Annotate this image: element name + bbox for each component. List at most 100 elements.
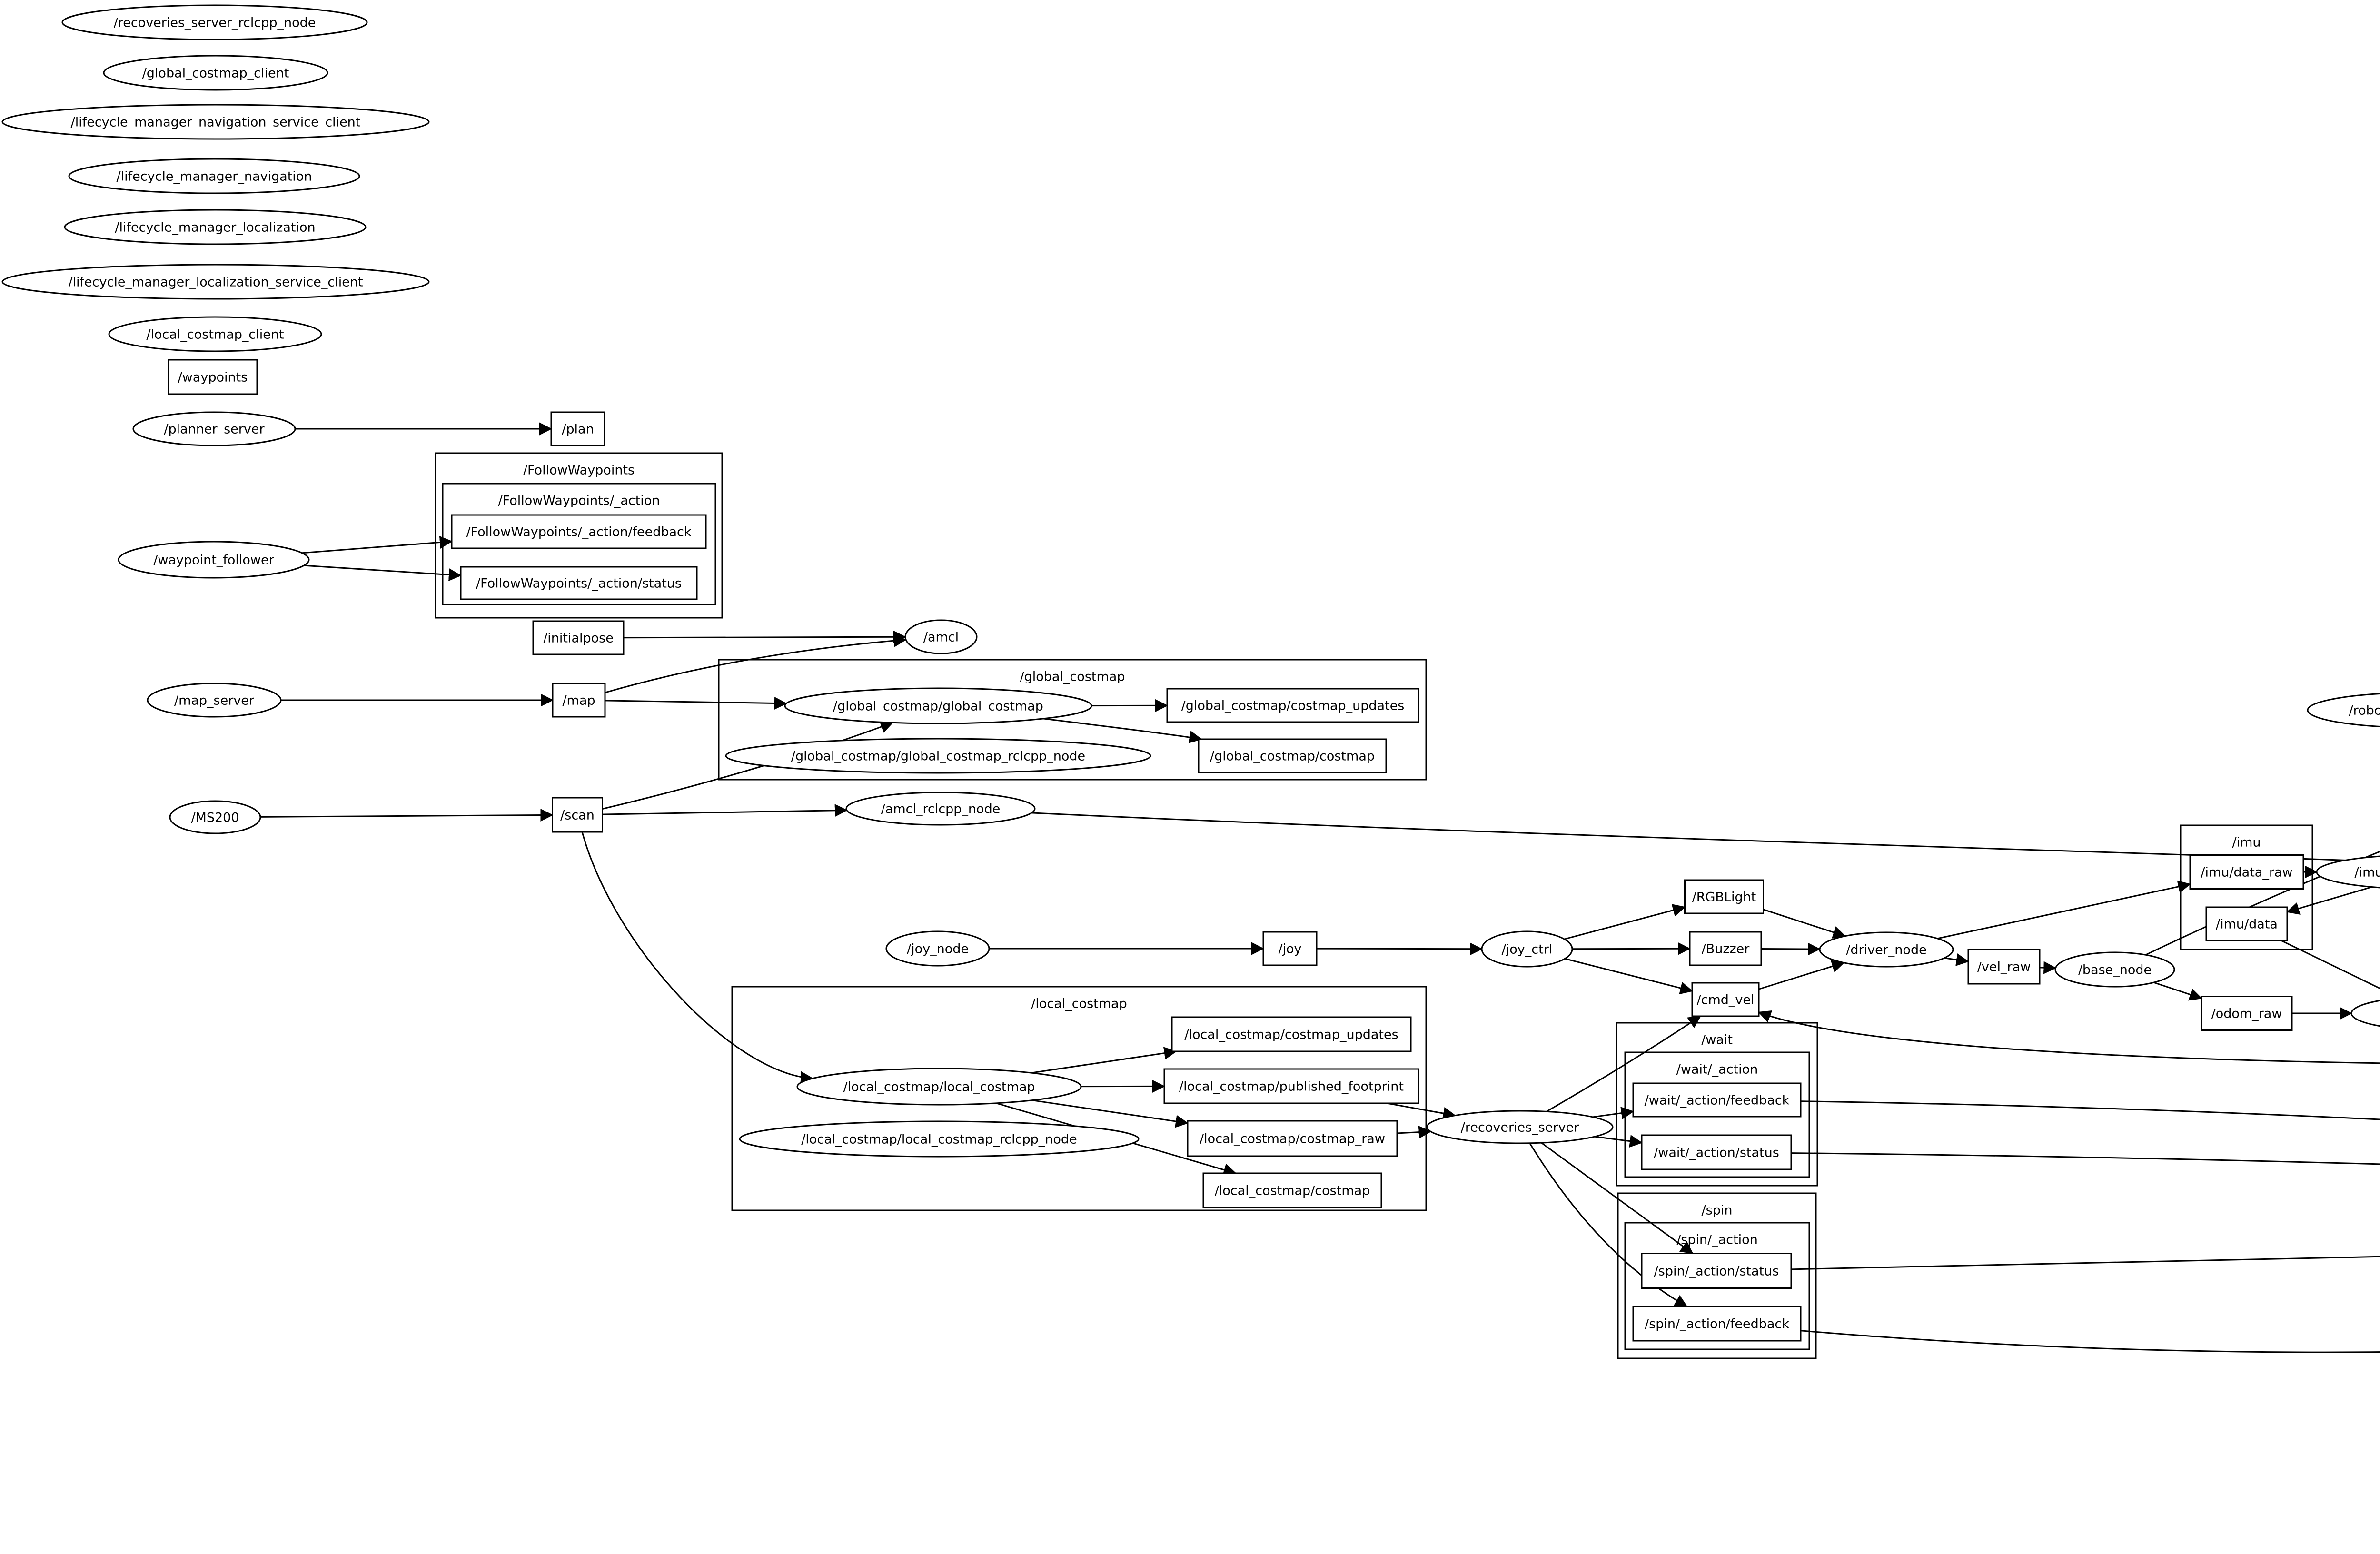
- label-amcl: /amcl: [923, 630, 959, 645]
- ros-node-robot_state_publisher: /robot_state_publisher: [2307, 693, 2380, 728]
- edge-spin_status-to-bt_navigator_rclcpp_node: [1791, 1256, 2380, 1270]
- edge-recoveries_server-to-wait_status: [1594, 1135, 1643, 1148]
- label-lc_costmap: /local_costmap/costmap: [1215, 1184, 1370, 1198]
- edge-recoveries_server-to-wait_feedback: [1592, 1107, 1634, 1120]
- ros-node-lifecycle_manager_localization: /lifecycle_manager_localization: [64, 209, 367, 245]
- shape-gc_rclcpp_node: [725, 738, 1151, 774]
- shape-cmd_vel: [1691, 982, 1760, 1017]
- shape-spin_status: [1641, 1253, 1792, 1289]
- shape-imu_data_raw: [2189, 854, 2304, 890]
- cluster-border-c_spin_action: [1624, 1222, 1810, 1350]
- ros-topic-wait_feedback: /wait/_action/feedback: [1632, 1082, 1802, 1118]
- edge-wait_feedback-to-bt_navigator_rclcpp_node: [1800, 1100, 2380, 1120]
- ros-node-waypoint_follower: /waypoint_follower: [118, 541, 310, 579]
- ros-topic-imu_data_raw: /imu/data_raw: [2189, 854, 2304, 890]
- edge-spin_feedback-to-bt_navigator_rclcpp_node: [1800, 1330, 2380, 1353]
- edge-waypoint_follower-to-fw_feedback: [302, 536, 453, 554]
- label-lifecycle_manager_localization: /lifecycle_manager_localization: [115, 220, 315, 235]
- ros-topic-imu_data: /imu/data: [2205, 906, 2288, 941]
- ros-topic-lc_costmap_raw: /local_costmap/costmap_raw: [1187, 1120, 1398, 1157]
- edge-lc_published_footprint-to-recoveries_server: [1387, 1102, 1456, 1120]
- edge-gc_global_costmap-to-gc_costmap: [1043, 718, 1202, 743]
- edge-initialpose-to-amcl: [623, 630, 906, 643]
- edge-driver_node-to-vel_raw: [1944, 953, 1969, 966]
- ros-node-joy_ctrl: /joy_ctrl: [1481, 930, 1573, 968]
- shape-gc_global_costmap: [784, 687, 1092, 724]
- shape-wait_feedback: [1632, 1082, 1802, 1118]
- ros-node-base_node: /base_node: [2054, 951, 2175, 988]
- shape-gc_costmap: [1198, 738, 1387, 773]
- edge-joy_ctrl-to-cmd_vel: [1565, 958, 1693, 995]
- edge-joy_ctrl-to-RGBLight: [1564, 904, 1686, 940]
- shape-lifecycle_manager_localization: [64, 209, 367, 245]
- ros-topic-wait_status: /wait/_action/status: [1641, 1134, 1792, 1170]
- edge-cmd_vel-to-driver_node: [1758, 960, 1845, 990]
- label-driver_node: /driver_node: [1846, 943, 1926, 958]
- cluster-c_followwaypoints: /FollowWaypoints: [435, 452, 723, 619]
- ros-topic-vel_raw: /vel_raw: [1967, 949, 2041, 985]
- cluster-label-c_global_costmap: /global_costmap: [1020, 670, 1125, 684]
- shape-recoveries_server_rclcpp_node: [61, 4, 368, 40]
- label-wait_status: /wait/_action/status: [1654, 1146, 1779, 1160]
- edge-controller_server-to-cmd_vel: [1758, 1010, 2380, 1064]
- shape-gc_costmap_updates: [1166, 688, 1419, 723]
- label-lifecycle_manager_navigation: /lifecycle_manager_navigation: [117, 169, 312, 184]
- label-lc_published_footprint: /local_costmap/published_footprint: [1179, 1079, 1404, 1094]
- shape-lc_rclcpp_node: [739, 1120, 1140, 1158]
- cluster-label-c_followwaypoints_action: /FollowWaypoints/_action: [498, 494, 660, 508]
- edge-scan-to-gc_global_costmap: [602, 721, 894, 810]
- label-waypoints: /waypoints: [178, 370, 248, 385]
- label-scan: /scan: [560, 808, 595, 823]
- shape-map_server: [147, 683, 282, 718]
- label-cmd_vel: /cmd_vel: [1697, 993, 1755, 1008]
- label-local_costmap_client: /local_costmap_client: [146, 327, 284, 342]
- label-Buzzer: /Buzzer: [1702, 942, 1750, 957]
- shape-global_costmap_client: [103, 55, 328, 91]
- shape-map: [552, 683, 606, 718]
- ros-topic-cmd_vel: /cmd_vel: [1691, 982, 1760, 1017]
- label-spin_status: /spin/_action/status: [1654, 1264, 1779, 1279]
- label-joy: /joy: [1278, 942, 1301, 957]
- shape-imu_filter_madgwick: [2316, 855, 2380, 889]
- ros-topic-scan: /scan: [552, 797, 603, 833]
- ros-topic-Buzzer: /Buzzer: [1689, 931, 1762, 966]
- shape-base_node: [2054, 951, 2175, 988]
- shape-plan: [550, 411, 605, 446]
- label-joy_ctrl: /joy_ctrl: [1502, 942, 1553, 957]
- edge-RGBLight-to-driver_node: [1763, 909, 1846, 939]
- shape-MS200: [169, 800, 261, 834]
- shape-lc_costmap_raw: [1187, 1120, 1398, 1157]
- ros-node-recoveries_server: /recoveries_server: [1426, 1110, 1614, 1144]
- label-gc_global_costmap: /global_costmap/global_costmap: [833, 699, 1043, 714]
- shape-local_costmap_client: [108, 316, 322, 352]
- edge-lc_costmap_raw-to-recoveries_server: [1397, 1126, 1432, 1139]
- ros-topic-fw_status: /FollowWaypoints/_action/status: [460, 566, 698, 600]
- cluster-border-c_local_costmap: [731, 986, 1427, 1211]
- ros-node-recoveries_server_rclcpp_node: /recoveries_server_rclcpp_node: [61, 4, 368, 40]
- label-map: /map: [562, 693, 595, 708]
- ros-topic-RGBLight: /RGBLight: [1684, 879, 1764, 914]
- shape-joy: [1262, 931, 1318, 966]
- label-odom_raw: /odom_raw: [2211, 1007, 2282, 1021]
- ros-node-gc_global_costmap: /global_costmap/global_costmap: [784, 687, 1092, 724]
- shape-joy_ctrl: [1481, 930, 1573, 968]
- label-fw_status: /FollowWaypoints/_action/status: [476, 576, 682, 591]
- ros-node-ekf_filter_node: /ekf_filter_node: [2350, 1000, 2380, 1027]
- edge-scan-to-lc_local_costmap: [581, 831, 814, 1084]
- label-waypoint_follower: /waypoint_follower: [153, 553, 274, 568]
- shape-amcl: [904, 619, 978, 654]
- shape-fw_feedback: [451, 514, 707, 549]
- label-imu_data_raw: /imu/data_raw: [2201, 865, 2292, 880]
- label-RGBLight: /RGBLight: [1692, 890, 1756, 905]
- ros-node-amcl_rclcpp_node: /amcl_rclcpp_node: [845, 792, 1036, 826]
- ros-node-imu_filter_madgwick: /imu_filter_madgwick: [2316, 855, 2380, 889]
- shape-lc_published_footprint: [1163, 1068, 1419, 1104]
- shape-lc_local_costmap: [796, 1068, 1082, 1106]
- edge-wait_status-to-bt_navigator_rclcpp_node: [1791, 1152, 2380, 1165]
- cluster-border-c_global_costmap: [718, 659, 1427, 781]
- edge-base_node-to-odom_raw: [2153, 981, 2202, 1001]
- cluster-border-c_spin: [1617, 1192, 1817, 1359]
- ros-topic-joy: /joy: [1262, 931, 1318, 966]
